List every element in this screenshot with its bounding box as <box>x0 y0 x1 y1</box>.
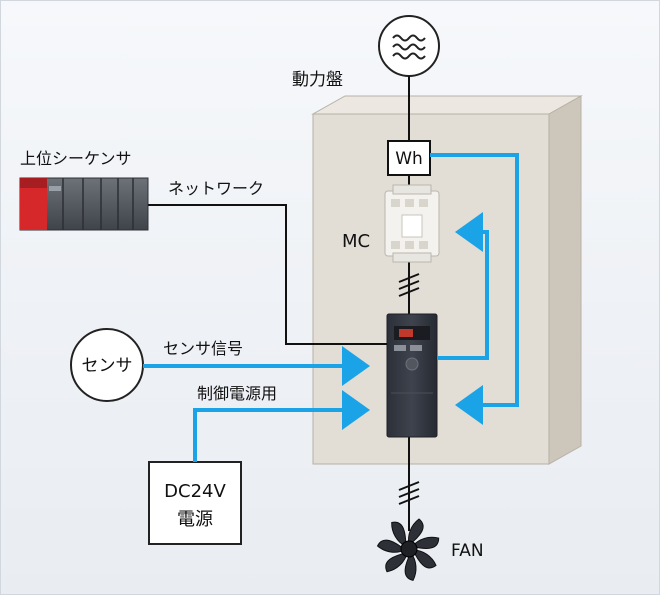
mc-label: MC <box>342 231 370 252</box>
wh-meter-label: Wh <box>395 149 423 169</box>
three-phase-mark-lower <box>398 481 420 505</box>
plc-unit <box>19 177 149 231</box>
fan-icon <box>376 518 440 581</box>
dc24v-power-supply: DC24V 電源 <box>148 461 242 545</box>
network-wire <box>148 204 387 345</box>
network-label: ネットワーク <box>168 179 264 198</box>
inverter <box>386 313 438 438</box>
wh-meter: Wh <box>387 140 431 176</box>
wh-to-inverter-arrow <box>430 153 519 425</box>
sensor-node: センサ <box>70 328 144 402</box>
sensor-label: センサ <box>82 356 133 376</box>
power-source-icon <box>378 15 440 77</box>
dc24v-label: DC24V <box>164 481 226 502</box>
dc-power-label: 電源 <box>177 509 213 530</box>
sensor-signal-label: センサ信号 <box>163 339 243 358</box>
magnetic-contactor <box>384 184 440 263</box>
upper-sequencer-label: 上位シーケンサ <box>20 149 132 168</box>
fan-label: FAN <box>451 541 484 561</box>
three-phase-mark-upper <box>398 273 420 297</box>
control-power-label: 制御電源用 <box>197 384 277 403</box>
power-panel-label: 動力盤 <box>292 70 343 90</box>
inverter-to-mc-arrow <box>437 212 489 360</box>
control-power-arrow <box>193 390 370 462</box>
